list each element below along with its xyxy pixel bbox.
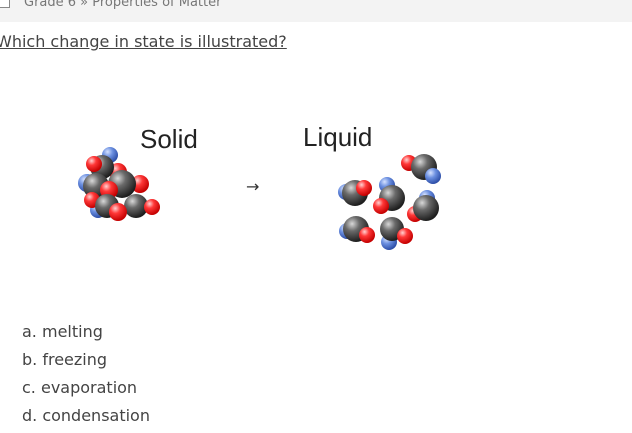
- liquid-molecules: [338, 154, 441, 250]
- arrow-icon: →: [246, 177, 260, 196]
- solid-label: Solid: [140, 124, 198, 154]
- liquid-label: Liquid: [303, 122, 373, 152]
- answer-option-b[interactable]: b. freezing: [22, 350, 108, 369]
- answer-choices: a. melting b. freezing c. evaporation d.…: [22, 318, 150, 430]
- answer-option-a[interactable]: a. melting: [22, 322, 103, 341]
- question-checkbox[interactable]: [0, 0, 10, 8]
- answer-option-d[interactable]: d. condensation: [22, 406, 150, 425]
- breadcrumb[interactable]: Grade 6 » Properties of Matter: [24, 0, 222, 10]
- solid-molecule-cluster: [78, 147, 160, 221]
- breadcrumb-bar: Grade 6 » Properties of Matter: [0, 0, 632, 22]
- question-text: Which change in state is illustrated?: [0, 32, 287, 51]
- molecules-diagram: [78, 147, 441, 250]
- state-change-illustration: Solid Liquid →: [0, 110, 632, 280]
- answer-option-c[interactable]: c. evaporation: [22, 378, 138, 397]
